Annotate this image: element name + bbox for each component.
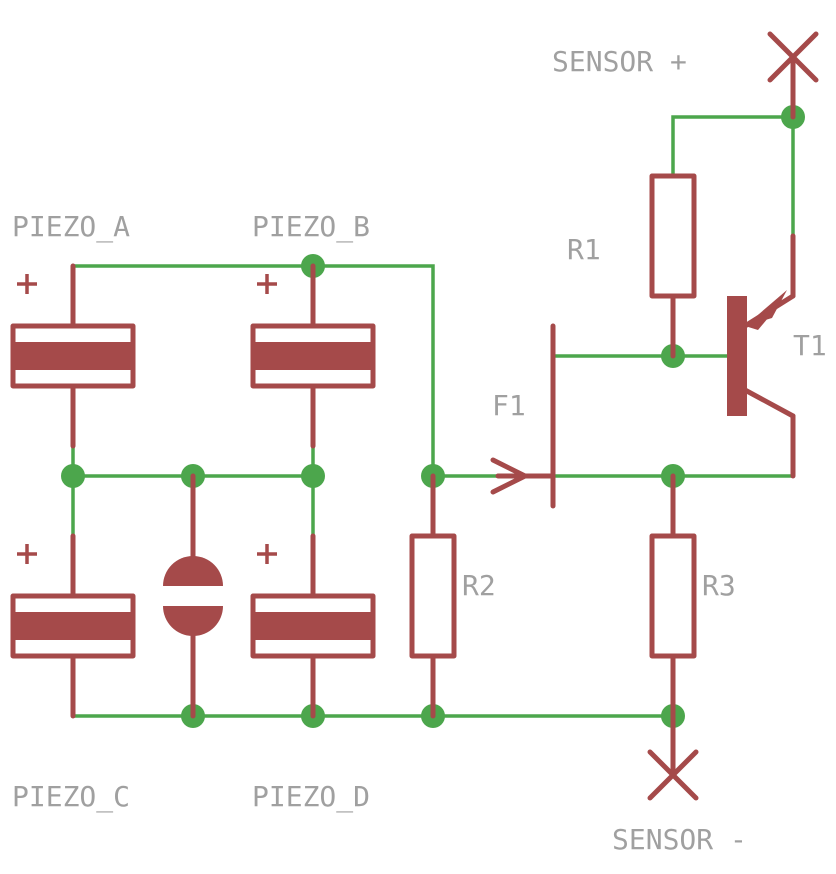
r2-symbol[interactable]	[409, 473, 457, 719]
t1-label: T1	[793, 329, 827, 362]
piezo-a-label: PIEZO_A	[12, 210, 130, 244]
r1-label: R1	[567, 233, 601, 266]
piezo-d-symbol[interactable]	[250, 533, 376, 719]
piezo-d-label: PIEZO_D	[252, 780, 370, 814]
piezo-c-label: PIEZO_C	[12, 780, 130, 814]
junction-node	[301, 464, 325, 488]
r3-symbol[interactable]	[649, 473, 697, 719]
wire-top-rail	[71, 264, 435, 478]
wire-sensor-plus-rail	[671, 115, 795, 238]
center-element-symbol[interactable]	[163, 473, 223, 719]
wires	[71, 115, 795, 748]
r2-label: R2	[462, 569, 496, 602]
sensor-minus-label: SENSOR -	[612, 823, 747, 856]
sensor-plus-terminal[interactable]	[767, 31, 819, 120]
piezo-c-symbol[interactable]	[10, 533, 136, 719]
r3-label: R3	[702, 569, 736, 602]
piezo-b-label: PIEZO_B	[252, 210, 370, 244]
sensor-minus-terminal[interactable]	[647, 713, 699, 801]
piezo-b-symbol[interactable]	[250, 263, 376, 449]
t1-symbol[interactable]	[727, 233, 796, 479]
f1-label: F1	[492, 389, 526, 422]
r1-symbol[interactable]	[649, 173, 697, 359]
sensor-plus-label: SENSOR +	[552, 45, 687, 78]
junction-node	[61, 464, 85, 488]
piezo-a-symbol[interactable]	[10, 263, 136, 449]
f1-symbol[interactable]	[490, 323, 556, 509]
